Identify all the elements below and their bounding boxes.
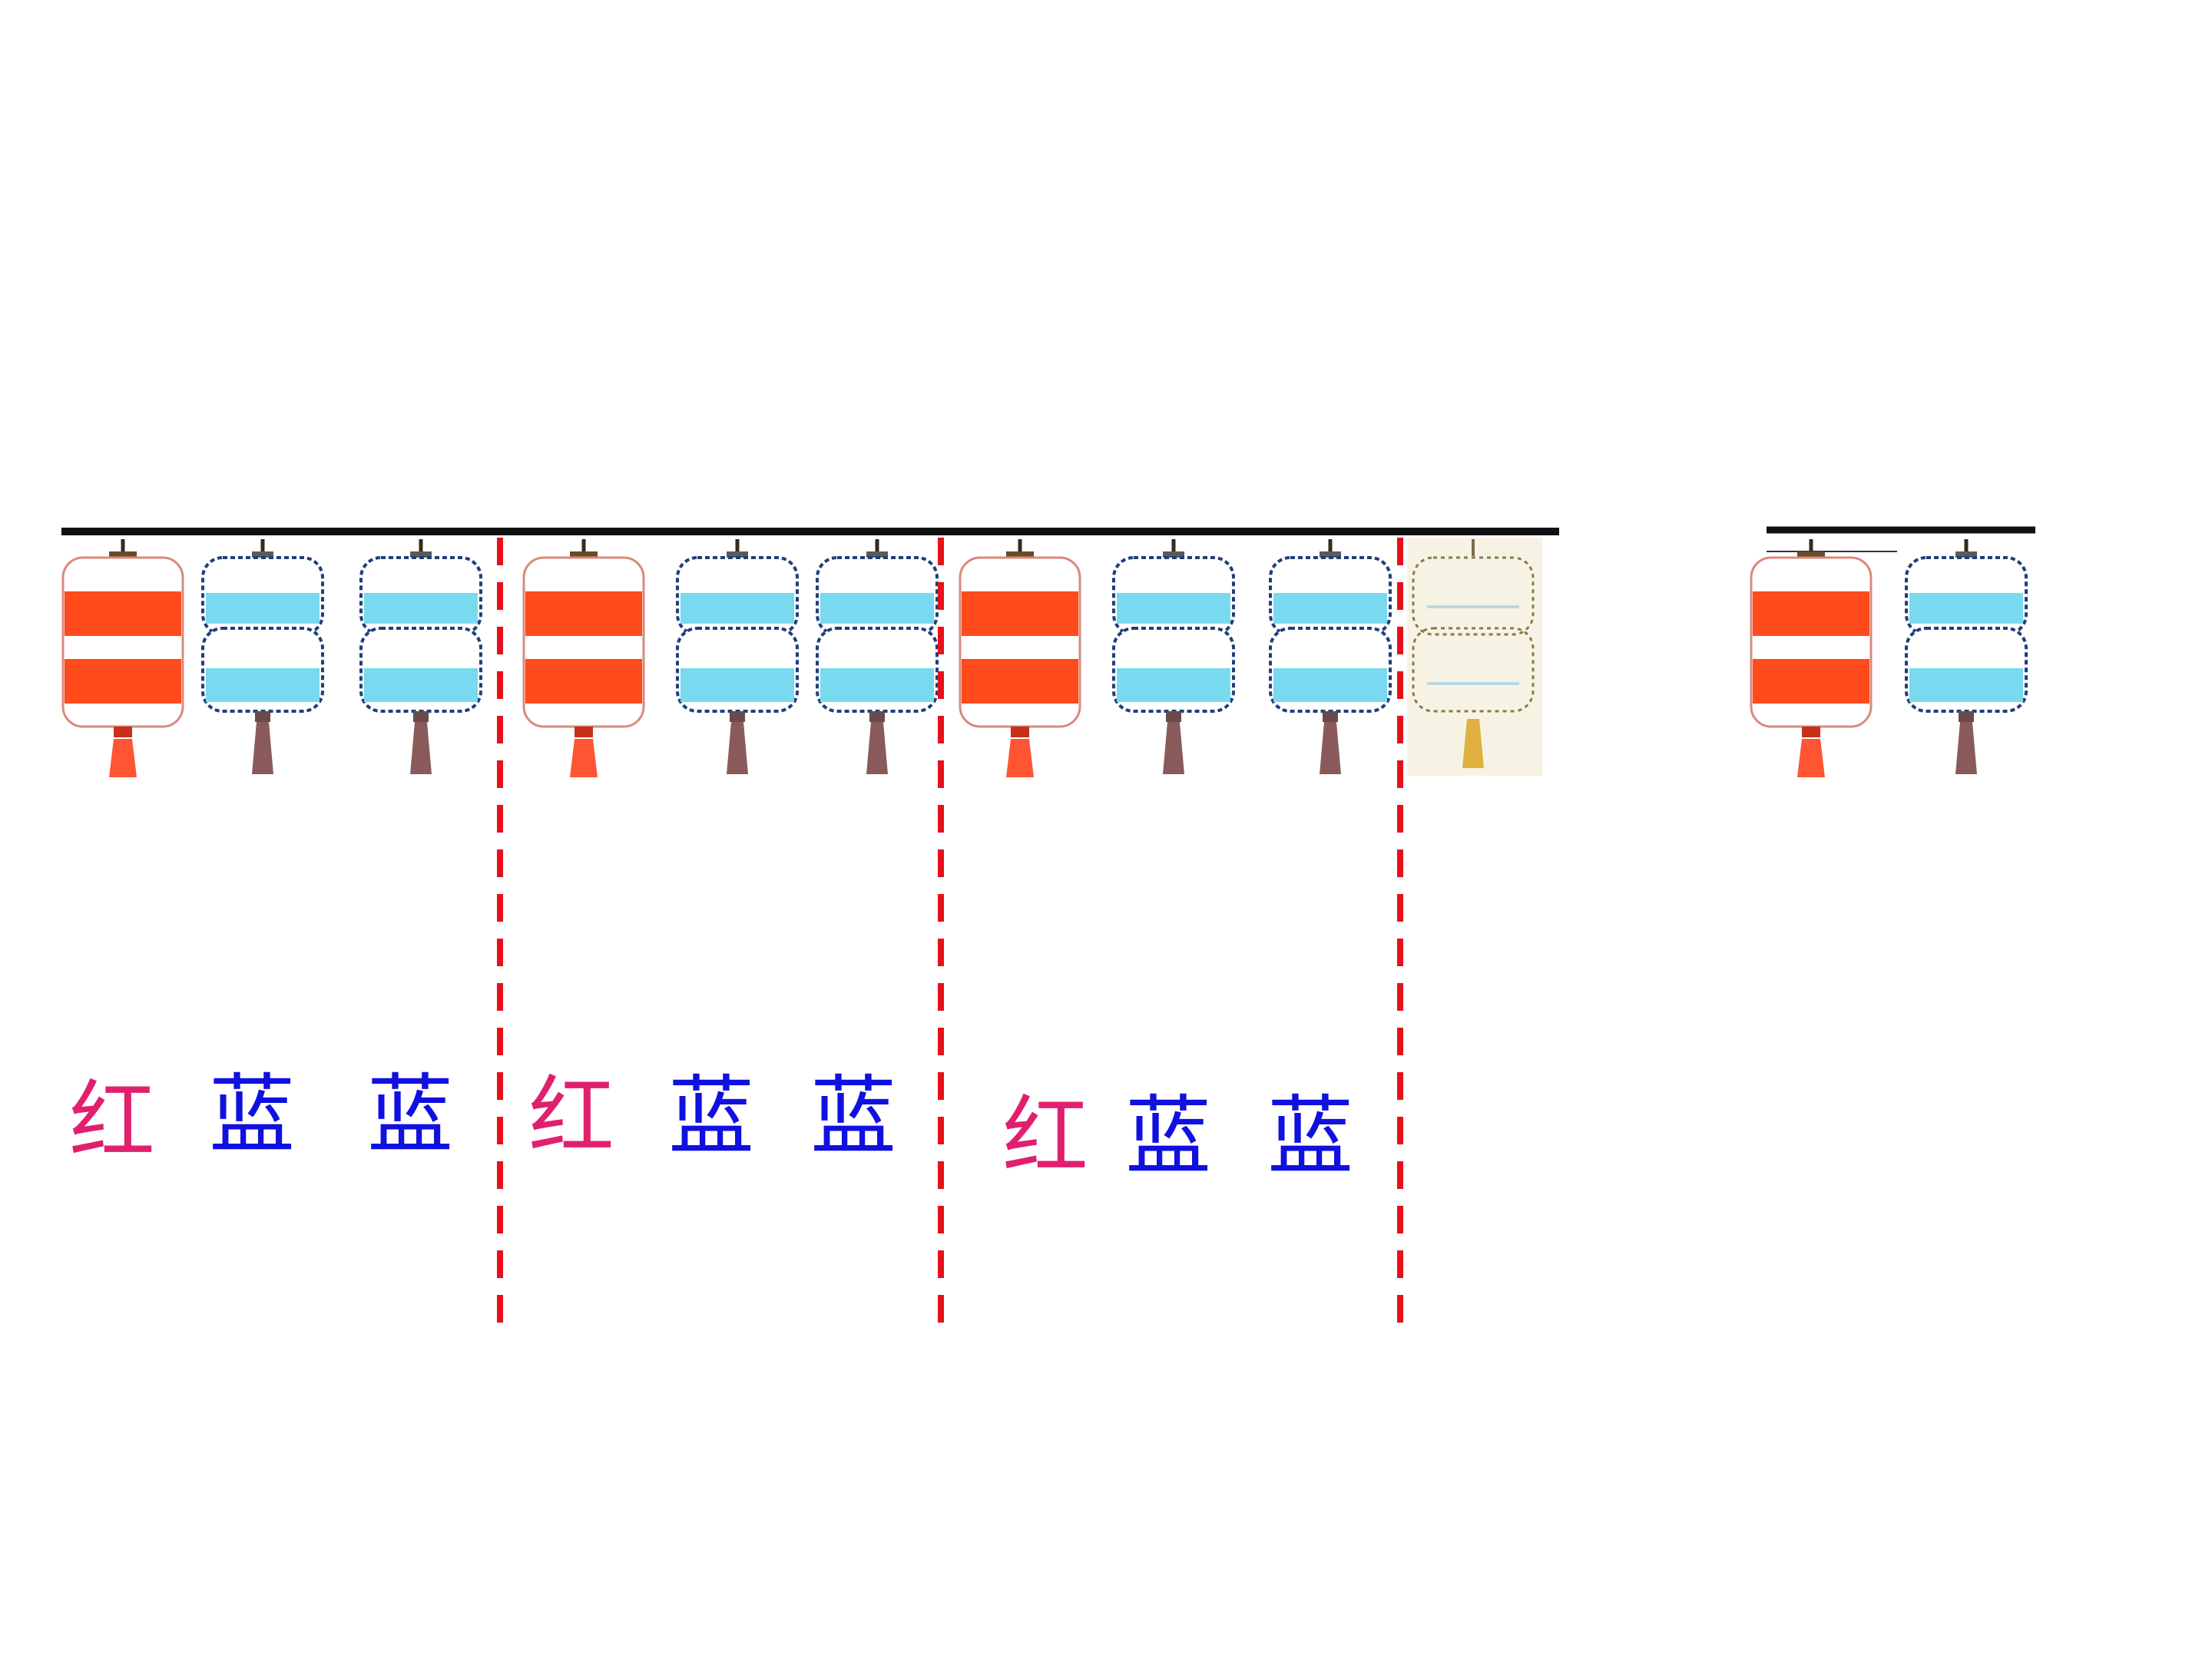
label-5: 蓝 <box>668 1067 754 1167</box>
main-lantern-9-blue-lantern <box>1270 539 1390 774</box>
main-lantern-4-red-lantern <box>524 539 644 777</box>
label-3: 蓝 <box>367 1065 453 1165</box>
main-lantern-10-faded-lantern <box>1406 536 1544 777</box>
side-lantern-1-red-lantern <box>1751 539 1871 777</box>
label-1: 红 <box>69 1071 155 1171</box>
label-9: 蓝 <box>1267 1087 1353 1187</box>
main-lantern-3-blue-lantern <box>361 539 481 774</box>
main-lantern-1-red-lantern <box>63 539 183 777</box>
main-lantern-8-blue-lantern <box>1114 539 1233 774</box>
label-8: 蓝 <box>1125 1087 1211 1187</box>
main-lantern-row <box>63 536 1544 777</box>
main-lantern-7-red-lantern <box>960 539 1080 777</box>
side-lantern-2-blue-lantern <box>1906 539 2026 774</box>
main-lantern-5-blue-lantern <box>677 539 797 774</box>
label-6: 蓝 <box>810 1067 896 1167</box>
side-lantern-row <box>1751 539 2026 777</box>
label-7: 红 <box>1002 1087 1088 1187</box>
main-lantern-6-blue-lantern <box>817 539 937 774</box>
main-lantern-2-blue-lantern <box>203 539 323 774</box>
label-2: 蓝 <box>209 1065 295 1165</box>
label-4: 红 <box>528 1067 614 1167</box>
